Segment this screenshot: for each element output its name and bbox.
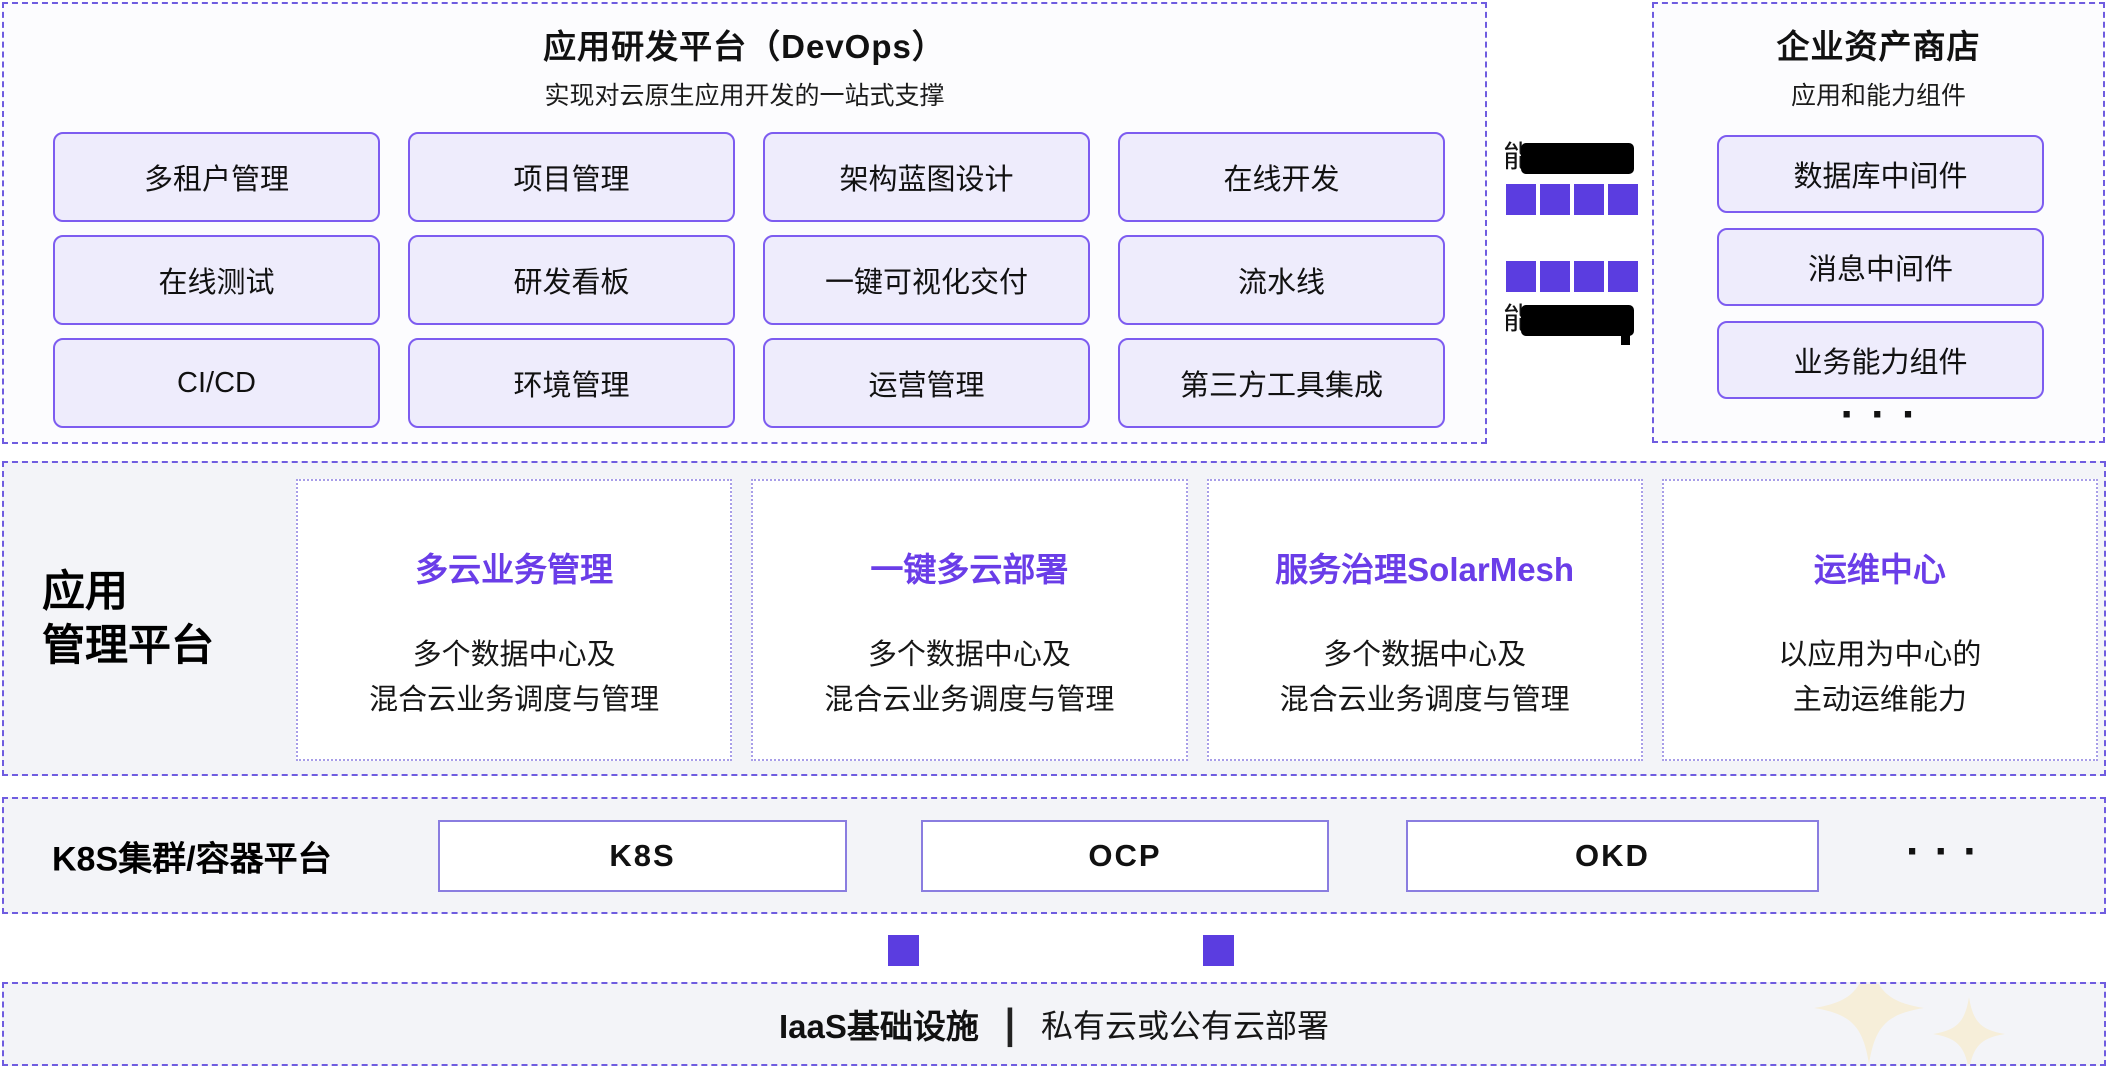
arrow-square	[1574, 184, 1604, 215]
devops-item-kanban: 研发看板	[408, 235, 735, 325]
card-description: 多个数据中心及 混合云业务调度与管理	[824, 633, 1114, 723]
devops-item-visual-delivery: 一键可视化交付	[763, 235, 1090, 325]
card-desc-line: 多个数据中心及	[1323, 639, 1527, 671]
card-one-click-multicloud-deploy: 一键多云部署 多个数据中心及 混合云业务调度与管理	[751, 479, 1188, 761]
card-title: 运维中心	[1813, 551, 1946, 588]
redacted-glyph-fragment	[1621, 329, 1630, 345]
card-desc-line: 混合云业务调度与管理	[1279, 684, 1570, 716]
card-service-governance-solarmesh: 服务治理SolarMesh 多个数据中心及 混合云业务调度与管理	[1206, 479, 1643, 761]
card-desc-line: 多个数据中心及	[412, 639, 616, 671]
k8s-band: K8S集群/容器平台 K8S OCP OKD ···	[2, 797, 2106, 914]
k8s-box-ocp: OCP	[921, 820, 1329, 892]
iaas-subtitle: 私有云或公有云部署	[1040, 1008, 1329, 1044]
devops-panel-subtitle: 实现对云原生应用开发的一站式支撑	[544, 82, 945, 110]
k8s-ellipsis: ···	[1906, 826, 1992, 876]
iaas-band: IaaS基础设施 | 私有云或公有云部署	[2, 982, 2106, 1066]
card-title: 服务治理SolarMesh	[1275, 551, 1575, 588]
devops-item-online-dev: 在线开发	[1118, 132, 1445, 222]
asset-store-title: 企业资产商店	[1776, 28, 1981, 65]
iaas-separator: |	[1004, 999, 1015, 1047]
iaas-label-row: IaaS基础设施 | 私有云或公有云部署	[4, 984, 2104, 1064]
card-desc-line: 主动运维能力	[1792, 684, 1967, 716]
arrow-square	[1608, 184, 1638, 215]
devops-item-cicd: CI/CD	[53, 338, 380, 428]
redacted-text-bar-top	[1521, 142, 1634, 174]
card-description: 多个数据中心及 混合云业务调度与管理	[369, 633, 659, 723]
connector-bottom-label-row: 能	[1503, 302, 1634, 345]
arrow-square	[1574, 261, 1604, 292]
card-multicloud-business-mgmt: 多云业务管理 多个数据中心及 混合云业务调度与管理	[296, 479, 733, 761]
capability-connector: 能 能	[1489, 0, 1652, 445]
app-management-band: 应用 管理平台 多云业务管理 多个数据中心及 混合云业务调度与管理 一键多云部署…	[2, 461, 2106, 776]
devops-item-project-mgmt: 项目管理	[408, 132, 735, 222]
connector-top-label-row: 能	[1503, 140, 1634, 176]
asset-store-ellipsis: ···	[1840, 390, 1933, 439]
asset-store-subtitle: 应用和能力组件	[1790, 82, 1966, 110]
sparkle-decoration	[1814, 984, 2005, 1064]
devops-item-blueprint-design: 架构蓝图设计	[763, 132, 1090, 222]
asset-item-business-capability: 业务能力组件	[1717, 321, 2044, 399]
arrow-square	[1506, 261, 1536, 292]
arrow-square	[1540, 184, 1570, 215]
card-desc-line: 以应用为中心的	[1778, 639, 1982, 671]
card-title: 多云业务管理	[415, 551, 614, 588]
devops-item-pipeline: 流水线	[1118, 235, 1445, 325]
connector-square-right	[1203, 935, 1234, 966]
devops-item-ops-mgmt: 运营管理	[763, 338, 1090, 428]
card-desc-line: 多个数据中心及	[867, 639, 1071, 671]
arrow-square	[1506, 184, 1536, 215]
arrow-square	[1540, 261, 1570, 292]
app-management-cards: 多云业务管理 多个数据中心及 混合云业务调度与管理 一键多云部署 多个数据中心及…	[296, 479, 2098, 761]
devops-item-multi-tenant: 多租户管理	[53, 132, 380, 222]
asset-store-panel: 企业资产商店 应用和能力组件 数据库中间件 消息中间件 业务能力组件 ···	[1652, 2, 2105, 443]
devops-capability-grid: 多租户管理 项目管理 架构蓝图设计 在线开发 在线测试 研发看板 一键可视化交付…	[53, 132, 1445, 428]
arrow-squares-bottom	[1506, 261, 1638, 292]
app-management-label-line2: 管理平台	[42, 621, 214, 670]
k8s-band-label: K8S集群/容器平台	[52, 840, 332, 878]
k8s-box-k8s: K8S	[438, 820, 847, 892]
redacted-text-bar-bottom	[1521, 304, 1634, 345]
iaas-title: IaaS基础设施	[779, 1008, 979, 1045]
devops-item-env-mgmt: 环境管理	[408, 338, 735, 428]
card-title: 一键多云部署	[870, 551, 1069, 588]
devops-item-online-test: 在线测试	[53, 235, 380, 325]
app-management-label: 应用 管理平台	[42, 565, 214, 673]
arrow-squares-top	[1506, 184, 1638, 215]
connector-square-left	[888, 935, 919, 966]
card-description: 以应用为中心的 主动运维能力	[1778, 633, 1981, 723]
card-ops-center: 运维中心 以应用为中心的 主动运维能力	[1661, 479, 2098, 761]
card-desc-line: 混合云业务调度与管理	[369, 684, 660, 716]
card-description: 多个数据中心及 混合云业务调度与管理	[1280, 633, 1570, 723]
devops-platform-panel: 应用研发平台（DevOps） 实现对云原生应用开发的一站式支撑 多租户管理 项目…	[2, 2, 1487, 444]
app-management-label-line1: 应用	[42, 567, 128, 616]
arrow-square	[1608, 261, 1638, 292]
asset-item-database-middleware: 数据库中间件	[1717, 135, 2044, 213]
devops-item-3rd-party-tools: 第三方工具集成	[1118, 338, 1445, 428]
asset-store-list: 数据库中间件 消息中间件 业务能力组件	[1717, 135, 2044, 399]
asset-item-message-middleware: 消息中间件	[1717, 228, 2044, 306]
card-desc-line: 混合云业务调度与管理	[824, 684, 1115, 716]
k8s-box-okd: OKD	[1406, 820, 1819, 892]
devops-panel-title: 应用研发平台（DevOps）	[543, 28, 946, 65]
